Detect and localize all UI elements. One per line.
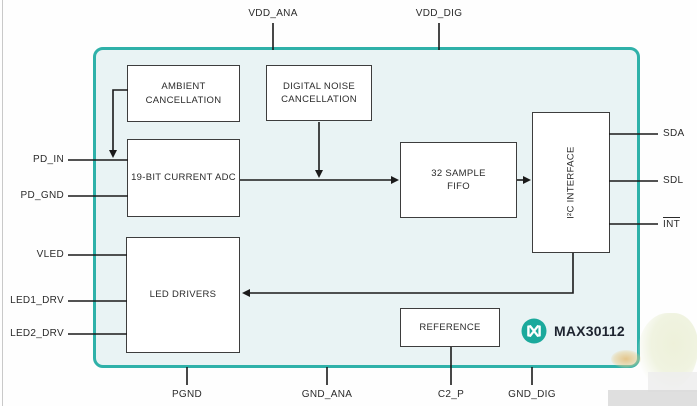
block-label: FIFO xyxy=(447,181,470,192)
block-label: CANCELLATION xyxy=(145,94,222,106)
pin-label-c2-p: C2_P xyxy=(437,389,465,400)
page-edge-divider xyxy=(2,0,3,406)
block-label: I²C INTERFACE xyxy=(565,146,577,219)
pin-label-led1-drv: LED1_DRV xyxy=(10,295,64,306)
maxim-logo-icon xyxy=(521,318,547,344)
block-reference: REFERENCE xyxy=(400,308,500,347)
block-label: REFERENCE xyxy=(419,321,481,333)
block-label: LED DRIVERS xyxy=(149,289,217,301)
watermark-artifact xyxy=(638,313,697,391)
watermark-artifact xyxy=(648,372,697,392)
block-ambient-cancellation: AMBIENT CANCELLATION xyxy=(127,65,240,122)
pin-label-vdd-ana: VDD_ANA xyxy=(248,8,298,19)
pin-label-int-text: INT xyxy=(663,217,681,230)
block-label: AMBIENT xyxy=(161,81,206,93)
block-19bit-current-adc: 19-BIT CURRENT ADC xyxy=(127,139,240,217)
block-label: 32 SAMPLE xyxy=(431,167,486,179)
block-label: CANCELLATION xyxy=(281,94,357,105)
block-digital-noise-cancellation: DIGITAL NOISE CANCELLATION xyxy=(266,65,372,121)
pin-label-gnd-ana: GND_ANA xyxy=(301,389,353,400)
pin-label-int: INT xyxy=(663,217,681,231)
block-label: 19-BIT CURRENT ADC xyxy=(131,172,236,184)
block-label: DIGITAL NOISE xyxy=(283,80,355,92)
pin-label-pgnd: PGND xyxy=(171,389,203,400)
pin-label-sdl: SDL xyxy=(663,175,684,186)
pin-label-vled: VLED xyxy=(36,249,64,260)
block-32-sample-fifo: 32 SAMPLE FIFO xyxy=(400,142,517,218)
pin-label-gnd-dig: GND_DIG xyxy=(508,389,556,400)
block-i2c-interface: I²C INTERFACE xyxy=(532,112,610,253)
pin-label-vdd-dig: VDD_DIG xyxy=(415,8,463,19)
watermark-artifact xyxy=(608,390,697,406)
chip-part-number: MAX30112 xyxy=(554,323,625,339)
pin-label-pd-in: PD_IN xyxy=(33,154,64,165)
pin-label-pd-gnd: PD_GND xyxy=(20,190,64,201)
pin-label-led2-drv: LED2_DRV xyxy=(10,328,64,339)
pin-label-sda: SDA xyxy=(663,128,685,139)
block-led-drivers: LED DRIVERS xyxy=(126,237,240,353)
